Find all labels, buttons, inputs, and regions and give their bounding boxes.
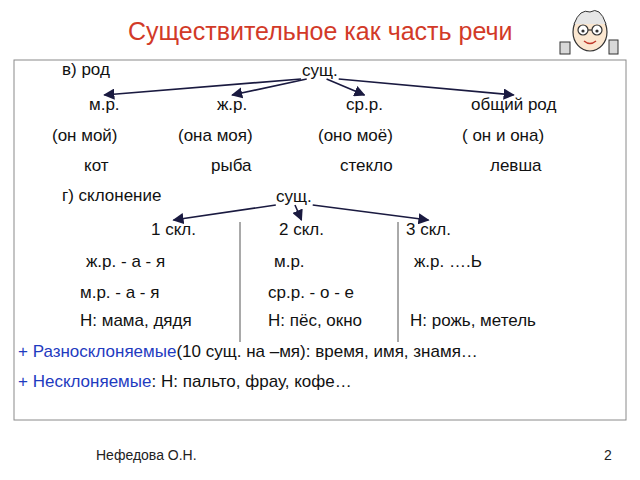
text-label: ( он и она) bbox=[462, 126, 544, 146]
column-separator bbox=[398, 222, 399, 342]
category-text: 3 скл. bbox=[406, 220, 451, 239]
text-label: : Н: пальто, фрау, кофе… bbox=[152, 372, 352, 392]
text-label: (она моя) bbox=[178, 126, 253, 146]
column-separator bbox=[240, 222, 241, 342]
term: + Несклоняемые bbox=[18, 372, 152, 392]
category-node: общий род bbox=[468, 94, 559, 116]
example: Н: пёс, окно bbox=[268, 311, 362, 331]
example: Н: мама, дядя bbox=[80, 311, 192, 331]
text-label: м.р. - а - я bbox=[80, 283, 159, 303]
category-text: сущ. bbox=[276, 187, 312, 206]
text-label: ж.р. - а - я bbox=[86, 252, 165, 272]
section-heading: г) склонение bbox=[62, 186, 161, 206]
text-label: левша bbox=[490, 156, 542, 176]
text-label: (оно моё) bbox=[318, 126, 393, 146]
category-node: ср.р. bbox=[343, 94, 386, 116]
category-text: сущ. bbox=[302, 61, 338, 80]
text-label: м.р. bbox=[274, 252, 305, 272]
arrow-connector bbox=[313, 205, 429, 220]
cartoon-icon bbox=[560, 11, 618, 55]
arrow-connector bbox=[173, 205, 275, 220]
category-text: ж.р. bbox=[217, 95, 247, 114]
term: + Разносклоняемые bbox=[18, 342, 176, 362]
slide-title: Существительное как часть речи bbox=[128, 16, 512, 46]
text-label: (10 сущ. на –мя): время, имя, знамя… bbox=[176, 342, 477, 362]
arrow-connector bbox=[295, 205, 301, 220]
category-text: общий род bbox=[471, 95, 556, 114]
text-label: (он мой) bbox=[52, 126, 118, 146]
arrow-connector bbox=[232, 79, 307, 95]
arrow-connector bbox=[339, 79, 514, 95]
text-label: кот bbox=[84, 156, 109, 176]
text-label: рыба bbox=[211, 156, 251, 176]
example: Н: рожь, метель bbox=[410, 311, 536, 331]
author: Нефедова О.Н. bbox=[96, 446, 197, 464]
text-label: стекло bbox=[340, 156, 393, 176]
text-label: ср.р. - о - е bbox=[268, 283, 354, 303]
category-text: м.р. bbox=[89, 95, 120, 114]
category-node: 3 скл. bbox=[403, 219, 454, 241]
category-node: 1 скл. bbox=[148, 219, 199, 241]
category-node: ж.р. bbox=[214, 94, 250, 116]
category-text: 2 скл. bbox=[279, 220, 324, 239]
category-node: м.р. bbox=[86, 94, 123, 116]
content-frame bbox=[14, 60, 626, 420]
category-text: ср.р. bbox=[346, 95, 383, 114]
category-node: 2 скл. bbox=[276, 219, 327, 241]
category-node: сущ. bbox=[273, 186, 315, 208]
page-number: 2 bbox=[604, 446, 612, 464]
text-label: ж.р. ….Ь bbox=[414, 252, 482, 272]
category-node: сущ. bbox=[299, 60, 341, 82]
section-heading: в) род bbox=[62, 60, 110, 80]
category-text: 1 скл. bbox=[151, 220, 196, 239]
